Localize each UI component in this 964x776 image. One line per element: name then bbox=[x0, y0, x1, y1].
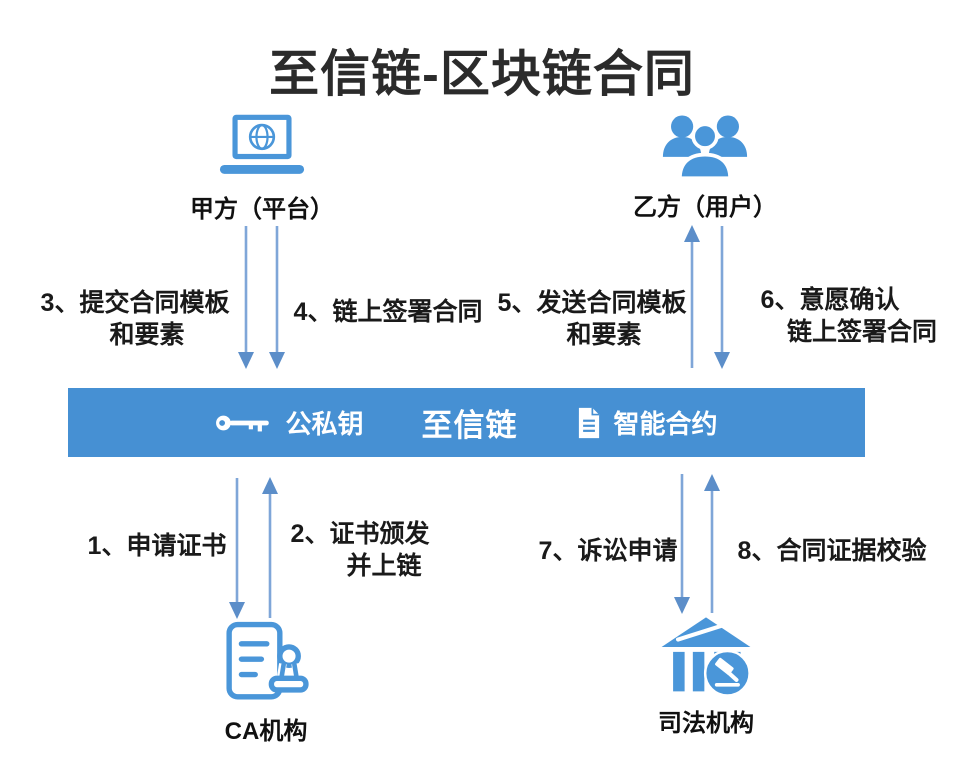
step-1-label: 1、申请证书 bbox=[87, 532, 227, 560]
laptop-globe-icon bbox=[219, 114, 305, 174]
step-7-label: 7、诉讼申请 bbox=[538, 537, 678, 565]
page-title: 至信链-区块链合同 bbox=[269, 46, 695, 102]
arrow-step2-up bbox=[262, 477, 278, 618]
node-ca-label: CA机构 bbox=[224, 718, 308, 745]
users-group-icon bbox=[662, 115, 748, 181]
document-stamp-icon bbox=[226, 621, 309, 700]
step-8-label: 8、合同证据校验 bbox=[737, 537, 927, 565]
node-party-b: 乙方（用户） bbox=[625, 108, 785, 222]
arrow-step8-up bbox=[704, 474, 720, 613]
smart-contract-group: 智能合约 bbox=[576, 404, 718, 441]
document-icon bbox=[578, 407, 599, 438]
step-5-label: 5、发送合同模板和要素 bbox=[497, 289, 687, 349]
step-6-label: 6、意愿确认链上签署合同 bbox=[760, 286, 937, 346]
courthouse-gavel-icon bbox=[661, 617, 751, 697]
node-judicial-label: 司法机构 bbox=[658, 710, 754, 737]
chain-bar: 公私钥 至信链 智能合约 bbox=[68, 388, 865, 457]
arrow-step4-down bbox=[269, 226, 285, 369]
node-party-a-label: 甲方（平台） bbox=[190, 196, 334, 223]
step-4-label: 4、链上签署合同 bbox=[293, 298, 483, 326]
node-judicial: 司法机构 bbox=[618, 614, 794, 738]
step-2-label: 2、证书颁发并上链 bbox=[290, 520, 430, 580]
arrow-step6-down bbox=[714, 226, 730, 369]
node-party-a: 甲方（平台） bbox=[182, 112, 342, 224]
key-icon bbox=[216, 415, 270, 431]
step-3-label: 3、提交合同模板和要素 bbox=[40, 289, 230, 349]
public-private-key-group: 公私钥 bbox=[215, 404, 364, 441]
key-label: 公私钥 bbox=[285, 409, 364, 439]
chain-label: 至信链 bbox=[421, 408, 518, 443]
smart-contract-label: 智能合约 bbox=[613, 409, 718, 439]
node-ca: CA机构 bbox=[180, 620, 352, 746]
node-party-b-label: 乙方（用户） bbox=[633, 194, 777, 221]
